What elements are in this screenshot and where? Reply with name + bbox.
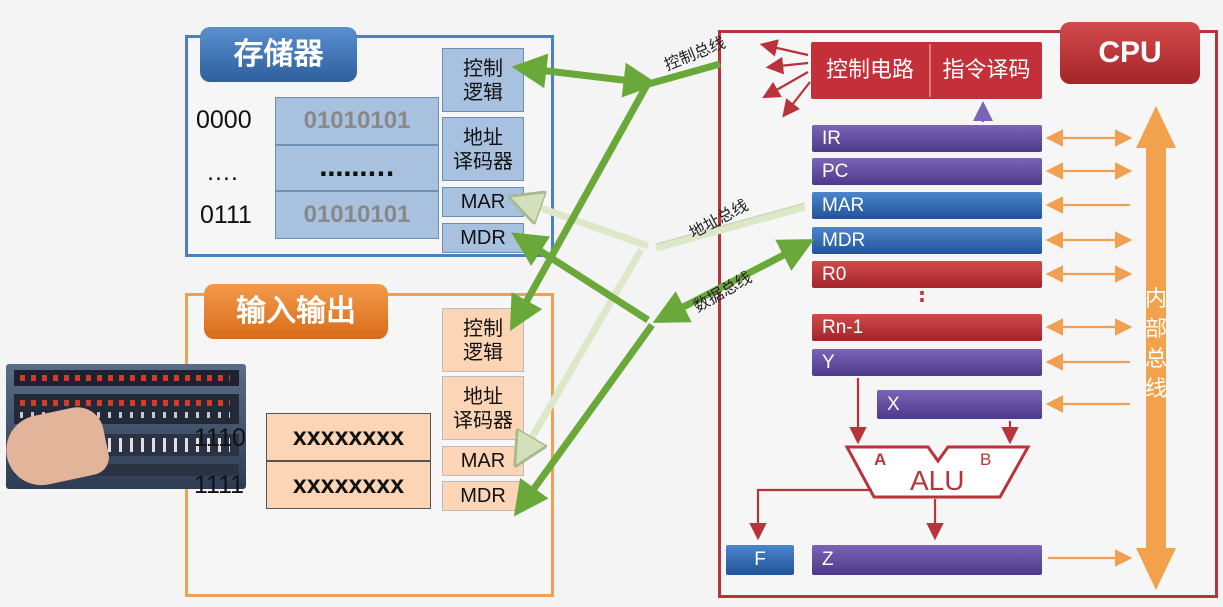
internal-bus-label: 内 部 总 线 (1144, 287, 1167, 402)
io-address-decoder: 地址 译码器 (442, 376, 524, 440)
reg-pc: PC (812, 158, 1042, 185)
cpu-title: CPU (1060, 22, 1200, 84)
alu-input-a-label: A (874, 450, 887, 469)
alu-label: ALU (910, 465, 965, 496)
io-mdr: MDR (442, 481, 524, 511)
memory-addr-2: 0111 (200, 201, 252, 229)
alu-input-b-label: B (980, 450, 992, 469)
reg-r0: R0 (812, 261, 1042, 288)
io-addr-0: 1110 (194, 424, 246, 452)
io-title: 输入输出 (204, 284, 388, 339)
reg-z: Z (812, 545, 1042, 575)
instruction-decode-label: 指令译码 (942, 58, 1031, 83)
altair-panel-photo (6, 364, 246, 489)
control-divider (929, 44, 931, 97)
flag-register: F (726, 545, 794, 575)
io-cell-1: xxxxxxxx (266, 461, 431, 509)
io-addr-1: 1111 (194, 471, 245, 499)
control-unit (811, 42, 1042, 99)
memory-title: 存储器 (200, 27, 357, 82)
reg-mar: MAR (812, 192, 1042, 219)
reg-y: Y (812, 349, 1042, 376)
reg-x: X (877, 390, 1042, 419)
reg-rn-1: Rn-1 (812, 314, 1042, 341)
memory-mdr: MDR (442, 223, 524, 253)
memory-address-decoder: 地址 译码器 (442, 117, 524, 181)
control-circuit-label: 控制电路 (825, 58, 914, 83)
memory-cell-0: 01010101 (275, 97, 439, 145)
io-cell-0: xxxxxxxx (266, 413, 431, 461)
memory-cell-2: 01010101 (275, 191, 439, 239)
vertical-ellipsis: : (918, 283, 926, 307)
memory-cell-1: ……... (275, 145, 439, 191)
reg-ir: IR (812, 125, 1042, 152)
reg-mdr: MDR (812, 227, 1042, 254)
memory-addr-0: 0000 (196, 106, 252, 134)
io-mar: MAR (442, 446, 524, 476)
io-control-logic: 控制 逻辑 (442, 308, 524, 372)
memory-addr-1: …. (206, 158, 238, 186)
